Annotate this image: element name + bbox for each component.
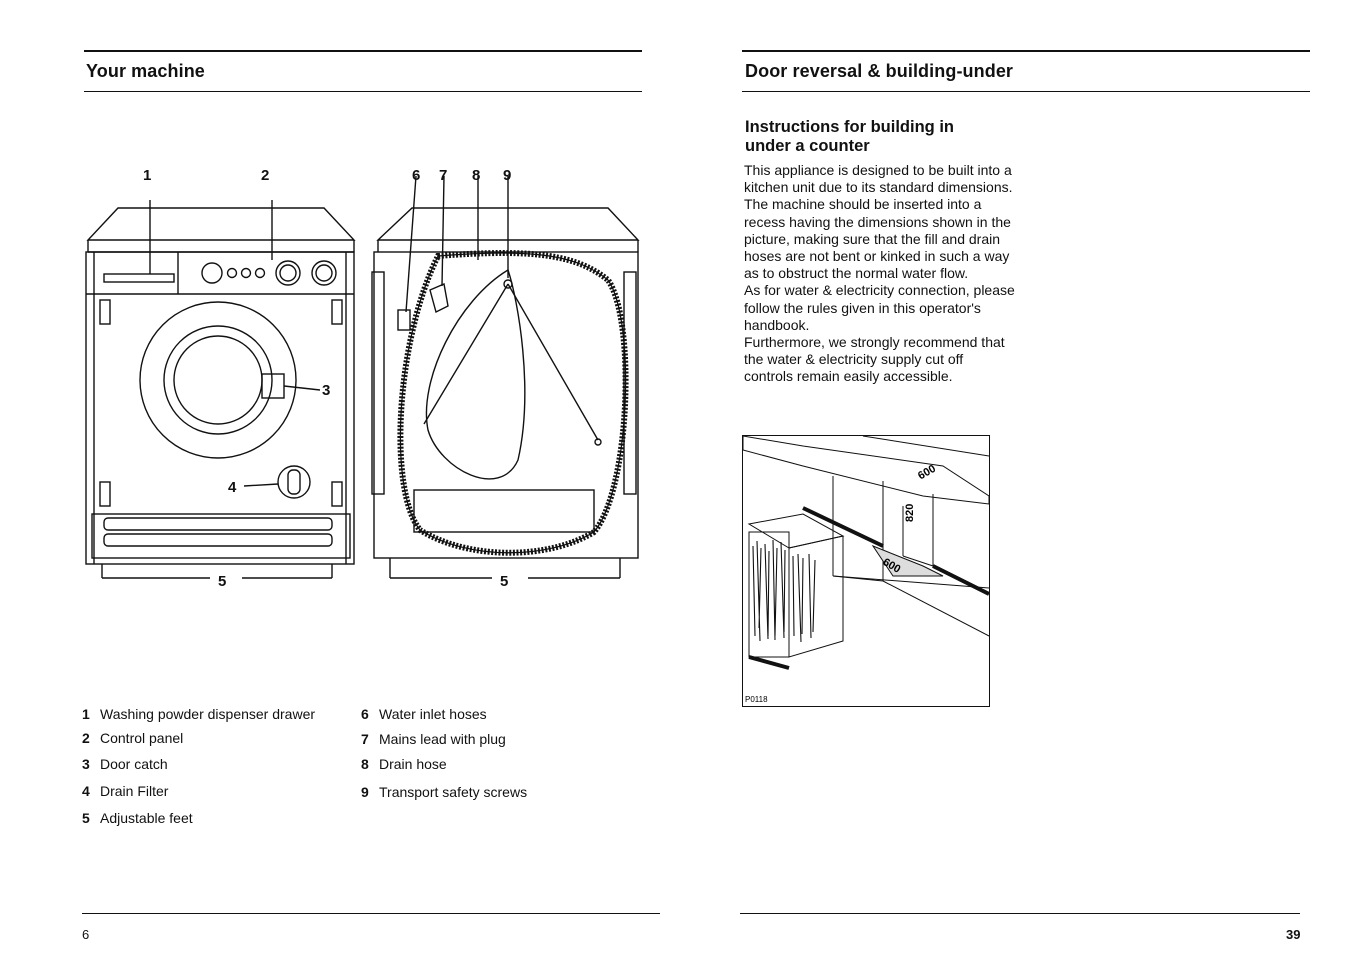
callout-9: 9 — [503, 167, 512, 184]
section-subtitle: Instructions for building in under a cou… — [745, 118, 954, 155]
callout-3: 3 — [322, 382, 331, 399]
instructions-text: This appliance is designed to be built i… — [744, 162, 1016, 386]
dim-height-label: 820 — [904, 504, 916, 522]
paragraph: Furthermore, we strongly recommend that … — [744, 334, 1005, 385]
right-page-title: Door reversal & building-under — [745, 61, 1014, 81]
dim-width-label: 600 — [916, 463, 938, 483]
callout-6: 6 — [412, 167, 421, 184]
building-under-figure: 600 820 600 P0118 — [742, 435, 990, 707]
left-page-title: Your machine — [86, 61, 205, 81]
recess-illustration: 600 820 600 P0118 — [743, 436, 989, 704]
left-title-rule — [84, 91, 642, 92]
right-top-rule — [742, 50, 1310, 52]
callout-5-front: 5 — [218, 573, 227, 590]
right-footer-rule — [740, 913, 1300, 914]
machine-front-illustration — [85, 200, 356, 579]
left-footer-rule — [82, 913, 660, 914]
right-title-rule — [742, 91, 1310, 92]
figure-code: P0118 — [745, 695, 768, 704]
paragraph: This appliance is designed to be built i… — [744, 162, 1013, 196]
callout-1: 1 — [143, 167, 152, 184]
callout-8: 8 — [472, 167, 481, 184]
paragraph: As for water & electricity connection, p… — [744, 282, 1015, 333]
callout-4: 4 — [228, 479, 237, 496]
right-page-number: 39 — [1286, 927, 1301, 942]
left-top-rule — [84, 50, 642, 52]
paragraph: The machine should be inserted into a re… — [744, 196, 1011, 282]
callout-7: 7 — [439, 167, 448, 184]
callout-2: 2 — [261, 167, 270, 184]
callout-5-rear: 5 — [500, 573, 509, 590]
machine-rear-illustration — [371, 175, 640, 579]
left-page-number: 6 — [82, 927, 90, 942]
